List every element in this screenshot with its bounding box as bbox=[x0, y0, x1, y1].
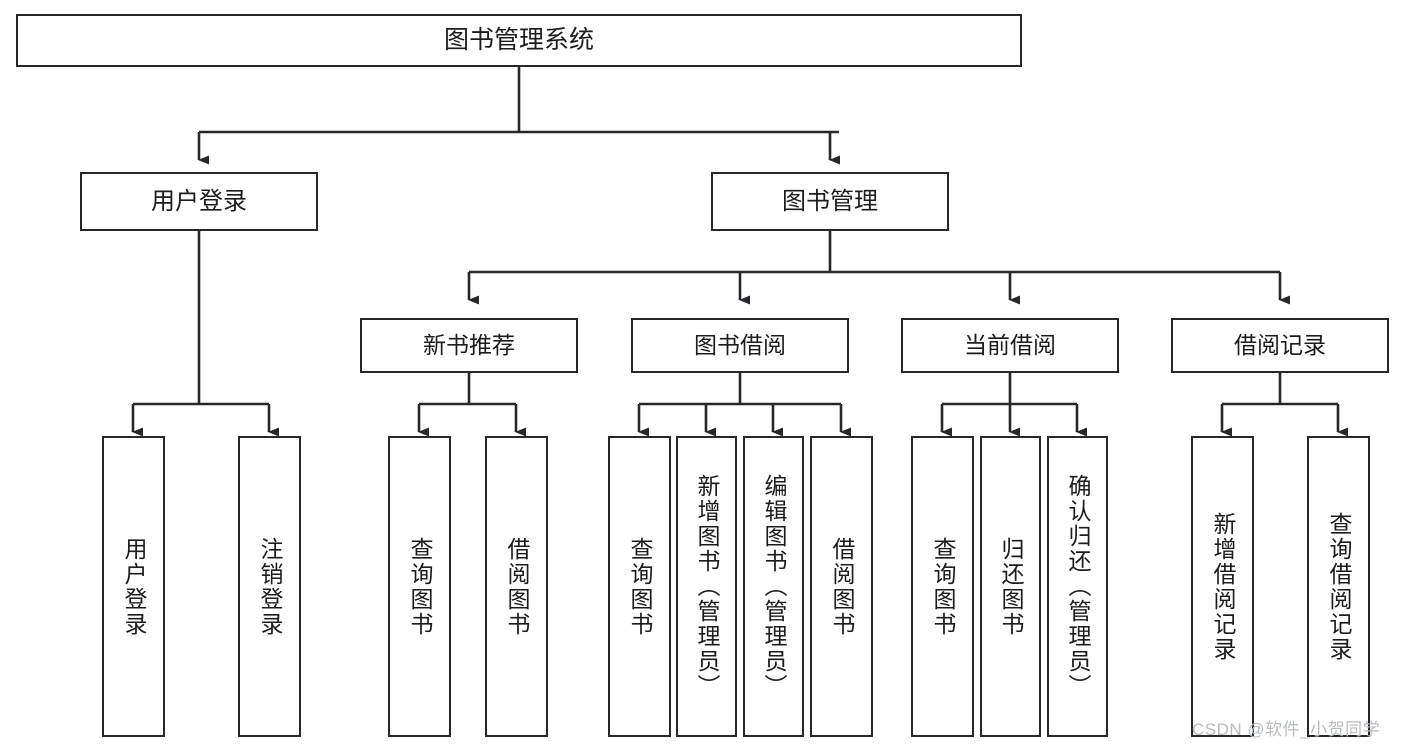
node-label: 注销登录 bbox=[257, 536, 283, 637]
node-label: 编辑图书（管理员） bbox=[761, 474, 787, 699]
node-label: 当前借阅 bbox=[964, 332, 1056, 359]
node-label: 查询图书 bbox=[627, 536, 653, 637]
leaf-borrow-book[interactable]: 借阅图书 bbox=[810, 436, 873, 737]
node-label: 新增借阅记录 bbox=[1210, 511, 1236, 662]
leaf-query-book-current[interactable]: 查询图书 bbox=[911, 436, 974, 737]
leaf-add-book-admin[interactable]: 新增图书（管理员） bbox=[676, 436, 737, 737]
node-label: 借阅记录 bbox=[1234, 332, 1326, 359]
node-label: 新书推荐 bbox=[423, 332, 515, 359]
leaf-user-logout[interactable]: 注销登录 bbox=[238, 436, 301, 737]
node-label: 图书借阅 bbox=[694, 332, 786, 359]
leaf-query-book-borrow[interactable]: 查询图书 bbox=[608, 436, 671, 737]
node-label: 借阅图书 bbox=[829, 536, 855, 637]
node-label: 查询图书 bbox=[407, 536, 433, 637]
node-label: 用户登录 bbox=[151, 187, 247, 215]
csdn-watermark: CSDN @软件_小贺同学 bbox=[1192, 720, 1381, 739]
node-root-book-management-system[interactable]: 图书管理系统 bbox=[16, 14, 1022, 67]
leaf-query-borrow-record[interactable]: 查询借阅记录 bbox=[1307, 436, 1370, 737]
leaf-borrow-book-recommend[interactable]: 借阅图书 bbox=[485, 436, 548, 737]
node-user-login[interactable]: 用户登录 bbox=[80, 172, 318, 231]
node-label: 确认归还（管理员） bbox=[1065, 474, 1091, 699]
node-label: 用户登录 bbox=[121, 536, 147, 637]
node-label: 归还图书 bbox=[998, 536, 1024, 637]
leaf-edit-book-admin[interactable]: 编辑图书（管理员） bbox=[743, 436, 804, 737]
node-label: 查询图书 bbox=[930, 536, 956, 637]
node-label: 借阅图书 bbox=[504, 536, 530, 637]
leaf-return-book[interactable]: 归还图书 bbox=[980, 436, 1041, 737]
node-current-borrow[interactable]: 当前借阅 bbox=[901, 318, 1119, 373]
node-book-management[interactable]: 图书管理 bbox=[711, 172, 949, 231]
node-label: 图书管理 bbox=[782, 187, 878, 215]
leaf-user-login[interactable]: 用户登录 bbox=[102, 436, 165, 737]
node-borrow-record[interactable]: 借阅记录 bbox=[1171, 318, 1389, 373]
node-new-book-recommend[interactable]: 新书推荐 bbox=[360, 318, 578, 373]
node-label: 图书管理系统 bbox=[443, 26, 594, 55]
leaf-query-book-recommend[interactable]: 查询图书 bbox=[388, 436, 451, 737]
leaf-add-borrow-record[interactable]: 新增借阅记录 bbox=[1191, 436, 1254, 737]
node-book-borrow[interactable]: 图书借阅 bbox=[631, 318, 849, 373]
node-label: 查询借阅记录 bbox=[1326, 511, 1352, 662]
leaf-confirm-return-admin[interactable]: 确认归还（管理员） bbox=[1047, 436, 1108, 737]
node-label: 新增图书（管理员） bbox=[694, 474, 720, 699]
